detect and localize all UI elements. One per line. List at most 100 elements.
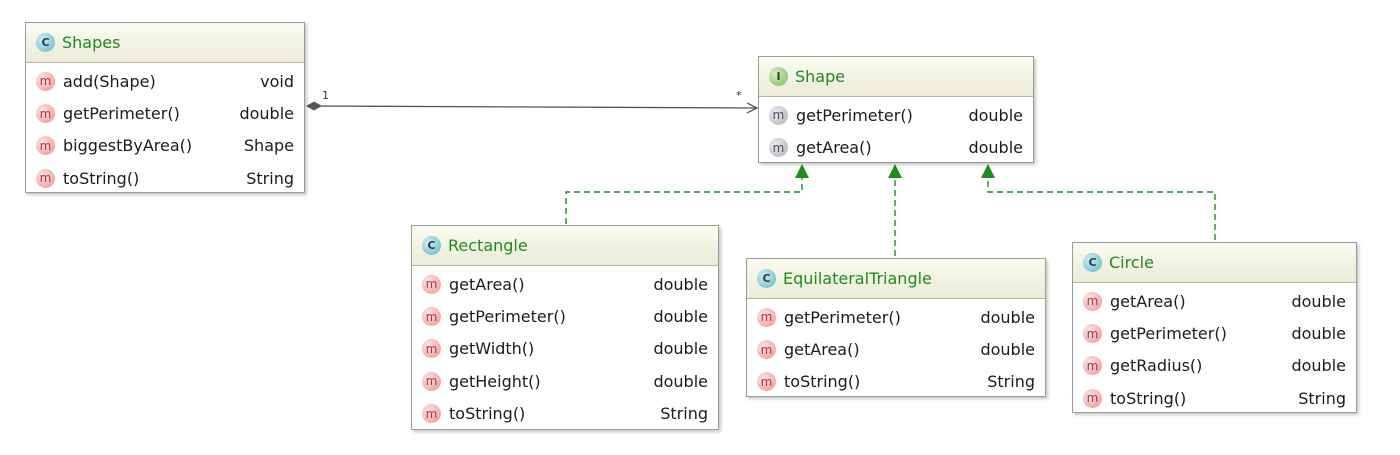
method-return-type: double xyxy=(239,104,294,124)
method-icon: m xyxy=(422,274,441,294)
method-row[interactable]: m toString() String xyxy=(1073,382,1356,414)
method-list: m getArea() double m getPerimeter() doub… xyxy=(412,266,718,430)
class-name: EquilateralTriangle xyxy=(783,269,932,288)
method-row[interactable]: m toString() String xyxy=(412,398,718,430)
method-name: getPerimeter() xyxy=(796,105,913,125)
method-name: getArea() xyxy=(796,138,872,158)
method-icon: m xyxy=(422,371,441,391)
method-row[interactable]: m toString() String xyxy=(26,162,304,194)
method-return-type: String xyxy=(987,372,1035,392)
composition-diamond xyxy=(306,101,322,111)
composition-line[interactable] xyxy=(312,106,757,108)
method-row[interactable]: m getPerimeter() double xyxy=(26,97,304,129)
realization-arrowhead-rectangle xyxy=(795,164,809,178)
method-list: m getPerimeter() double m getArea() doub… xyxy=(759,97,1033,164)
realization-line-circle[interactable] xyxy=(987,178,1216,240)
method-return-type: double xyxy=(653,371,708,391)
method-name: toString() xyxy=(449,404,526,424)
method-return-type: double xyxy=(1291,291,1346,311)
method-return-type: double xyxy=(968,105,1023,125)
method-return-type: double xyxy=(980,307,1035,327)
method-icon: m xyxy=(757,307,776,327)
method-row[interactable]: m getRadius() double xyxy=(1073,350,1356,382)
method-name: getHeight() xyxy=(449,371,541,391)
method-row[interactable]: m getPerimeter() double xyxy=(759,99,1033,131)
method-name: toString() xyxy=(1110,388,1187,408)
method-row[interactable]: m getArea() double xyxy=(412,268,718,300)
method-row[interactable]: m getArea() double xyxy=(747,333,1045,365)
method-return-type: Shape xyxy=(243,136,294,156)
class-header: C Rectangle xyxy=(412,226,718,266)
method-name: getRadius() xyxy=(1110,356,1203,376)
method-return-type: String xyxy=(1298,388,1346,408)
method-icon: m xyxy=(1083,324,1102,344)
class-icon: C xyxy=(1083,253,1102,272)
interface-header: I Shape xyxy=(759,57,1033,97)
method-return-type: void xyxy=(260,71,294,91)
method-icon: m xyxy=(422,339,441,359)
method-row[interactable]: m biggestByArea() Shape xyxy=(26,130,304,162)
method-return-type: double xyxy=(1291,356,1346,376)
method-list: m add(Shape) void m getPerimeter() doubl… xyxy=(26,63,304,195)
realization-line-rectangle[interactable] xyxy=(565,178,803,224)
method-return-type: double xyxy=(653,307,708,327)
realization-arrowhead-circle xyxy=(981,164,995,178)
method-icon: m xyxy=(1083,356,1102,376)
class-name: Rectangle xyxy=(448,236,528,255)
method-row[interactable]: m getPerimeter() double xyxy=(412,300,718,332)
class-box-equilateral-triangle[interactable]: C EquilateralTriangle m getPerimeter() d… xyxy=(746,258,1046,397)
method-name: getPerimeter() xyxy=(1110,324,1227,344)
method-return-type: String xyxy=(246,168,294,188)
method-row[interactable]: m getArea() double xyxy=(759,131,1033,163)
interface-icon: I xyxy=(769,67,788,86)
method-name: getArea() xyxy=(784,340,860,360)
class-header: C Circle xyxy=(1073,243,1356,283)
class-name: Shapes xyxy=(62,33,121,52)
method-row[interactable]: m getArea() double xyxy=(1073,285,1356,317)
method-icon: m xyxy=(36,104,55,124)
abstract-method-icon: m xyxy=(769,138,788,158)
interface-name: Shape xyxy=(795,67,846,86)
method-icon: m xyxy=(36,71,55,91)
method-row[interactable]: m getPerimeter() double xyxy=(747,301,1045,333)
method-name: getWidth() xyxy=(449,339,535,359)
method-list: m getPerimeter() double m getArea() doub… xyxy=(747,299,1045,398)
method-return-type: double xyxy=(980,340,1035,360)
class-box-circle[interactable]: C Circle m getArea() double m getPerimet… xyxy=(1072,242,1357,413)
method-name: toString() xyxy=(63,168,140,188)
method-row[interactable]: m getPerimeter() double xyxy=(1073,317,1356,349)
method-icon: m xyxy=(36,168,55,188)
class-icon: C xyxy=(36,33,55,52)
method-icon: m xyxy=(422,307,441,327)
method-name: getArea() xyxy=(1110,291,1186,311)
class-box-shapes[interactable]: C Shapes m add(Shape) void m getPerimete… xyxy=(25,22,305,193)
class-name: Circle xyxy=(1109,253,1154,272)
class-header: C Shapes xyxy=(26,23,304,63)
class-icon: C xyxy=(757,269,776,288)
method-row[interactable]: m getWidth() double xyxy=(412,333,718,365)
interface-box-shape[interactable]: I Shape m getPerimeter() double m getAre… xyxy=(758,56,1034,163)
method-icon: m xyxy=(757,340,776,360)
method-name: getPerimeter() xyxy=(449,307,566,327)
method-return-type: double xyxy=(653,274,708,294)
method-name: getArea() xyxy=(449,274,525,294)
method-list: m getArea() double m getPerimeter() doub… xyxy=(1073,283,1356,415)
method-return-type: double xyxy=(968,138,1023,158)
class-header: C EquilateralTriangle xyxy=(747,259,1045,299)
method-row[interactable]: m toString() String xyxy=(747,366,1045,398)
abstract-method-icon: m xyxy=(769,105,788,125)
method-name: getPerimeter() xyxy=(784,307,901,327)
method-icon: m xyxy=(36,136,55,156)
class-icon: C xyxy=(422,236,441,255)
method-name: getPerimeter() xyxy=(63,104,180,124)
method-icon: m xyxy=(1083,291,1102,311)
method-return-type: double xyxy=(1291,324,1346,344)
method-row[interactable]: m add(Shape) void xyxy=(26,65,304,97)
method-row[interactable]: m getHeight() double xyxy=(412,365,718,397)
method-name: toString() xyxy=(784,372,861,392)
class-box-rectangle[interactable]: C Rectangle m getArea() double m getPeri… xyxy=(411,225,719,430)
method-name: add(Shape) xyxy=(63,71,156,91)
method-icon: m xyxy=(422,404,441,424)
